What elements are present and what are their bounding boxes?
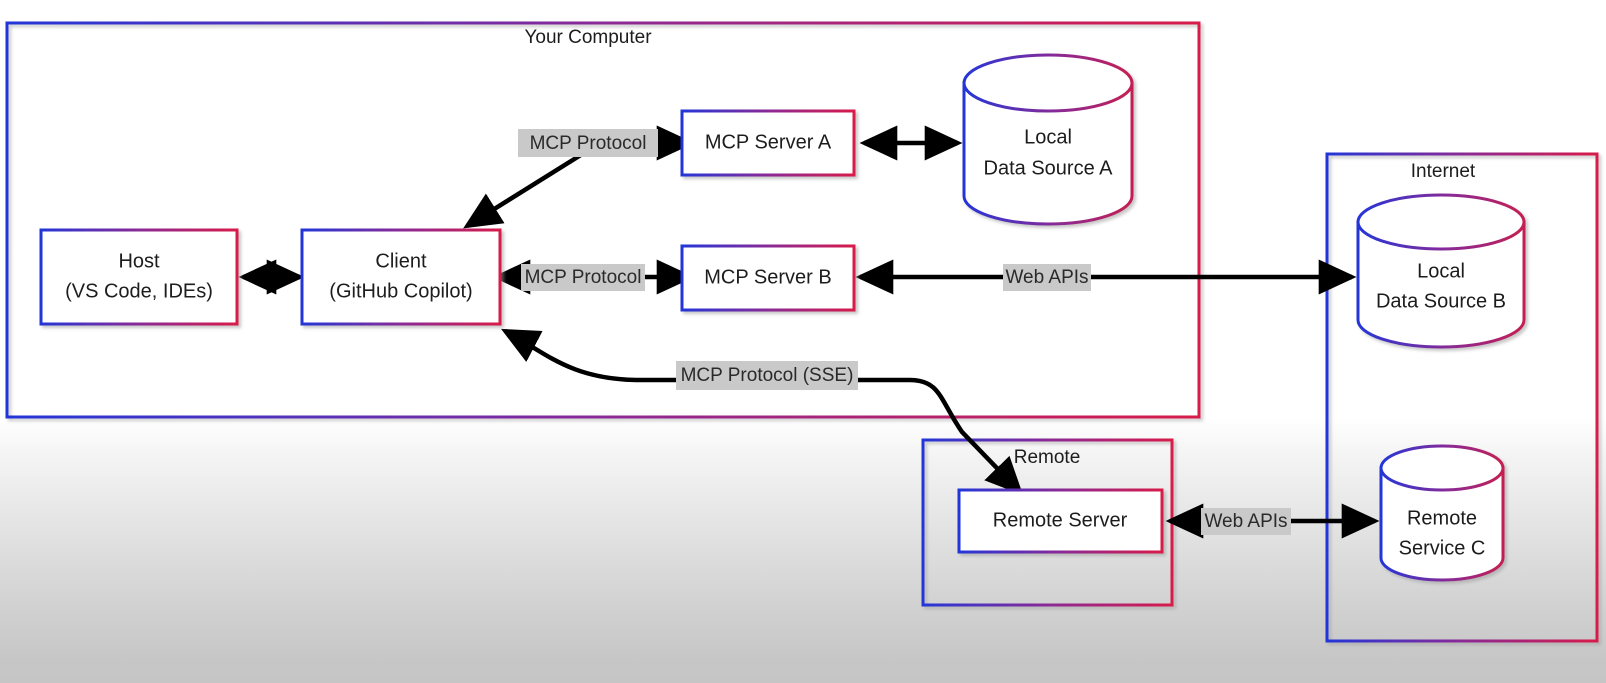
local-data-source-a-top (962, 53, 1134, 113)
client-server-a-label: MCP Protocol (530, 133, 647, 154)
client-server-b-label-chip (521, 264, 645, 291)
edge-client-remote-server: MCP Protocol (SSE) (501, 328, 1024, 496)
sse-label: MCP Protocol (SSE) (681, 365, 854, 386)
local-data-source-a-label-line1: Local (1024, 126, 1072, 148)
local-data-source-b-label-line2: Data Source B (1376, 290, 1506, 312)
client-server-b-label: MCP Protocol (525, 267, 642, 288)
your-computer-title: Your Computer (524, 27, 652, 48)
sse-label-chip (676, 361, 858, 390)
your-computer-border (5, 21, 1201, 419)
remote-service-c-label-line2: Service C (1399, 537, 1486, 559)
node-remote-server[interactable]: Remote Server (957, 488, 1164, 554)
mcp-server-b-label: MCP Server B (704, 266, 831, 288)
local-data-source-a-body[interactable] (962, 81, 1134, 226)
client-label-line2: (GitHub Copilot) (329, 280, 472, 302)
node-client[interactable]: Client (GitHub Copilot) (300, 228, 502, 326)
client-server-a-label-chip (518, 129, 658, 157)
server-b-datasource-b-label: Web APIs (1005, 267, 1088, 288)
remote-server-box[interactable] (957, 488, 1164, 554)
node-local-data-source-a[interactable]: Local Data Source A (962, 53, 1134, 226)
sse-curve-left (501, 328, 692, 383)
remote-server-service-c-label: Web APIs (1204, 511, 1287, 532)
remote-service-c-top (1379, 444, 1505, 492)
background-lower-gradient (0, 418, 1606, 683)
edge-remote-server-service-c: Web APIs (1165, 503, 1380, 539)
internet-border (1325, 152, 1599, 643)
edge-client-server-b: MCP Protocol (492, 259, 695, 295)
mcp-server-a-label: MCP Server A (705, 131, 832, 153)
node-mcp-server-a[interactable]: MCP Server A (680, 109, 856, 177)
remote-service-c-label-line1: Remote (1407, 507, 1477, 529)
host-box[interactable] (39, 228, 239, 326)
mcp-server-b-box[interactable] (680, 244, 856, 312)
node-mcp-server-b[interactable]: MCP Server B (680, 244, 856, 312)
container-your-computer: Your Computer (5, 21, 1201, 419)
sse-curve-right (855, 377, 1024, 496)
local-data-source-a-label-line2: Data Source A (984, 157, 1114, 179)
remote-server-label: Remote Server (993, 509, 1128, 531)
client-box[interactable] (300, 228, 502, 326)
remote-server-service-c-label-chip (1201, 508, 1291, 535)
host-label-line2: (VS Code, IDEs) (65, 280, 213, 302)
background-upper (0, 0, 1606, 420)
host-label-line1: Host (118, 250, 160, 272)
local-data-source-b-top (1356, 193, 1526, 251)
node-remote-service-c[interactable]: Remote Service C (1379, 444, 1505, 582)
edge-server-b-datasource-b: Web APIs (855, 259, 1357, 295)
mcp-server-a-box[interactable] (680, 109, 856, 177)
local-data-source-b-body[interactable] (1356, 220, 1526, 349)
remote-title: Remote (1014, 447, 1081, 468)
node-host[interactable]: Host (VS Code, IDEs) (39, 228, 239, 326)
container-internet: Internet (1325, 152, 1599, 643)
server-b-datasource-b-label-chip (1003, 264, 1091, 291)
internet-title: Internet (1411, 161, 1476, 182)
local-data-source-b-label-line1: Local (1417, 260, 1465, 282)
edge-client-server-a: MCP Protocol (463, 125, 695, 229)
client-label-line1: Client (375, 250, 427, 272)
node-local-data-source-b[interactable]: Local Data Source B (1356, 193, 1526, 349)
remote-service-c-body[interactable] (1379, 466, 1505, 582)
